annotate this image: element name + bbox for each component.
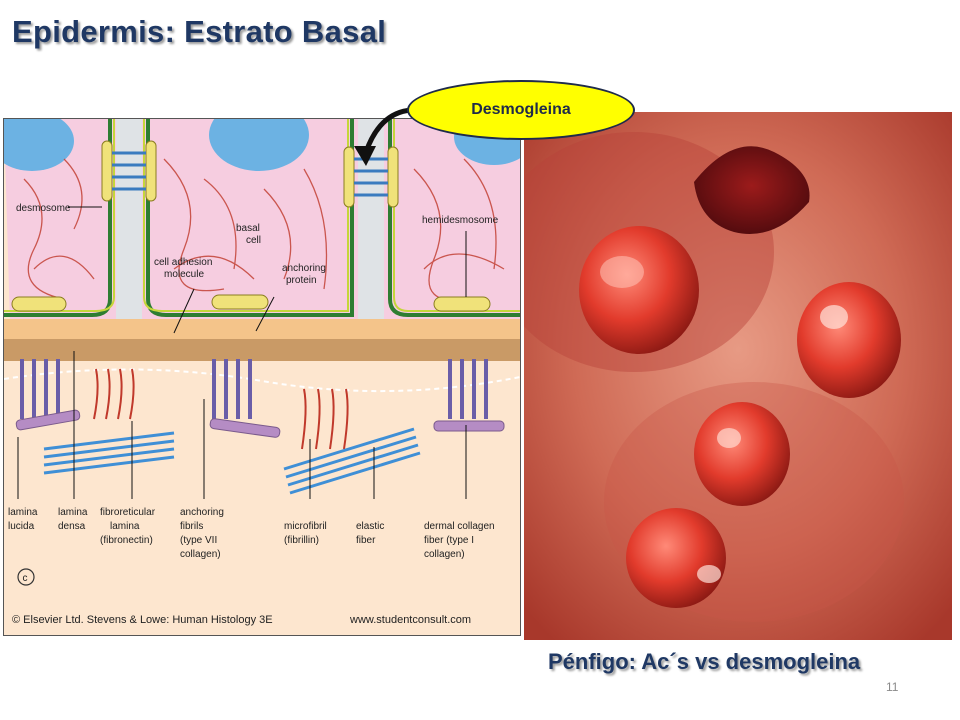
label-basal-cell-2: cell — [246, 235, 261, 246]
label-cell-adhesion: cell adhesion — [154, 257, 212, 268]
copyright-text: © Elsevier Ltd. Stevens & Lowe: Human Hi… — [12, 614, 273, 626]
crusted-lesion — [694, 146, 810, 234]
desmogleina-callout: Desmogleina — [407, 80, 635, 140]
label-dermal-collagen-3: collagen) — [424, 549, 465, 560]
label-anchoring-fibrils-3: (type VII — [180, 535, 217, 546]
label-fibroreticular-3: (fibronectin) — [100, 535, 153, 546]
label-elastic-fiber: elastic — [356, 521, 384, 532]
label-anchoring-protein-2: protein — [286, 275, 317, 286]
hemidesmosome-plaques — [11, 294, 491, 312]
bulla — [694, 402, 790, 506]
label-anchoring-fibrils-4: collagen) — [180, 549, 221, 560]
label-lamina-lucida-2: lucida — [8, 521, 35, 532]
label-anchoring-protein: anchoring — [282, 263, 326, 274]
label-lamina-densa-2: densa — [58, 521, 86, 532]
nucleus — [209, 119, 309, 171]
label-dermal-collagen: dermal collagen — [424, 521, 495, 532]
callout-arrow — [354, 107, 413, 166]
label-desmosome: desmosome — [16, 203, 71, 214]
label-lamina-densa: lamina — [58, 507, 88, 518]
label-elastic-fiber-2: fiber — [356, 535, 376, 546]
label-basal-cell: basal — [236, 223, 260, 234]
label-microfibril-2: (fibrillin) — [284, 535, 319, 546]
label-anchoring-fibrils: anchoring — [180, 507, 224, 518]
label-fibroreticular-2: lamina — [110, 521, 140, 532]
website-text: www.studentconsult.com — [349, 614, 471, 626]
slide-title: Epidermis: Estrato Basal — [12, 14, 387, 49]
page-number: 11 — [886, 680, 899, 694]
photo-caption: Pénfigo: Ac´s vs desmogleina — [548, 649, 861, 674]
label-microfibril: microfibril — [284, 521, 327, 532]
label-lamina-lucida: lamina — [8, 507, 38, 518]
bulla — [797, 282, 901, 398]
panel-letter: c — [23, 573, 28, 584]
bulla — [579, 226, 699, 354]
label-cell-adhesion-2: molecule — [164, 269, 204, 280]
label-dermal-collagen-2: fiber (type I — [424, 535, 474, 546]
label-hemidesmosome: hemidesmosome — [422, 215, 499, 226]
desmosome-plaques — [101, 140, 399, 208]
label-anchoring-fibrils-2: fibrils — [180, 521, 203, 532]
bulla — [626, 508, 726, 608]
basal-layer-diagram: desmosome basal cell hemidesmosome cell … — [3, 118, 521, 636]
nucleus — [4, 119, 74, 171]
pemphigus-photo — [524, 112, 952, 640]
label-fibroreticular: fibroreticular — [100, 507, 156, 518]
